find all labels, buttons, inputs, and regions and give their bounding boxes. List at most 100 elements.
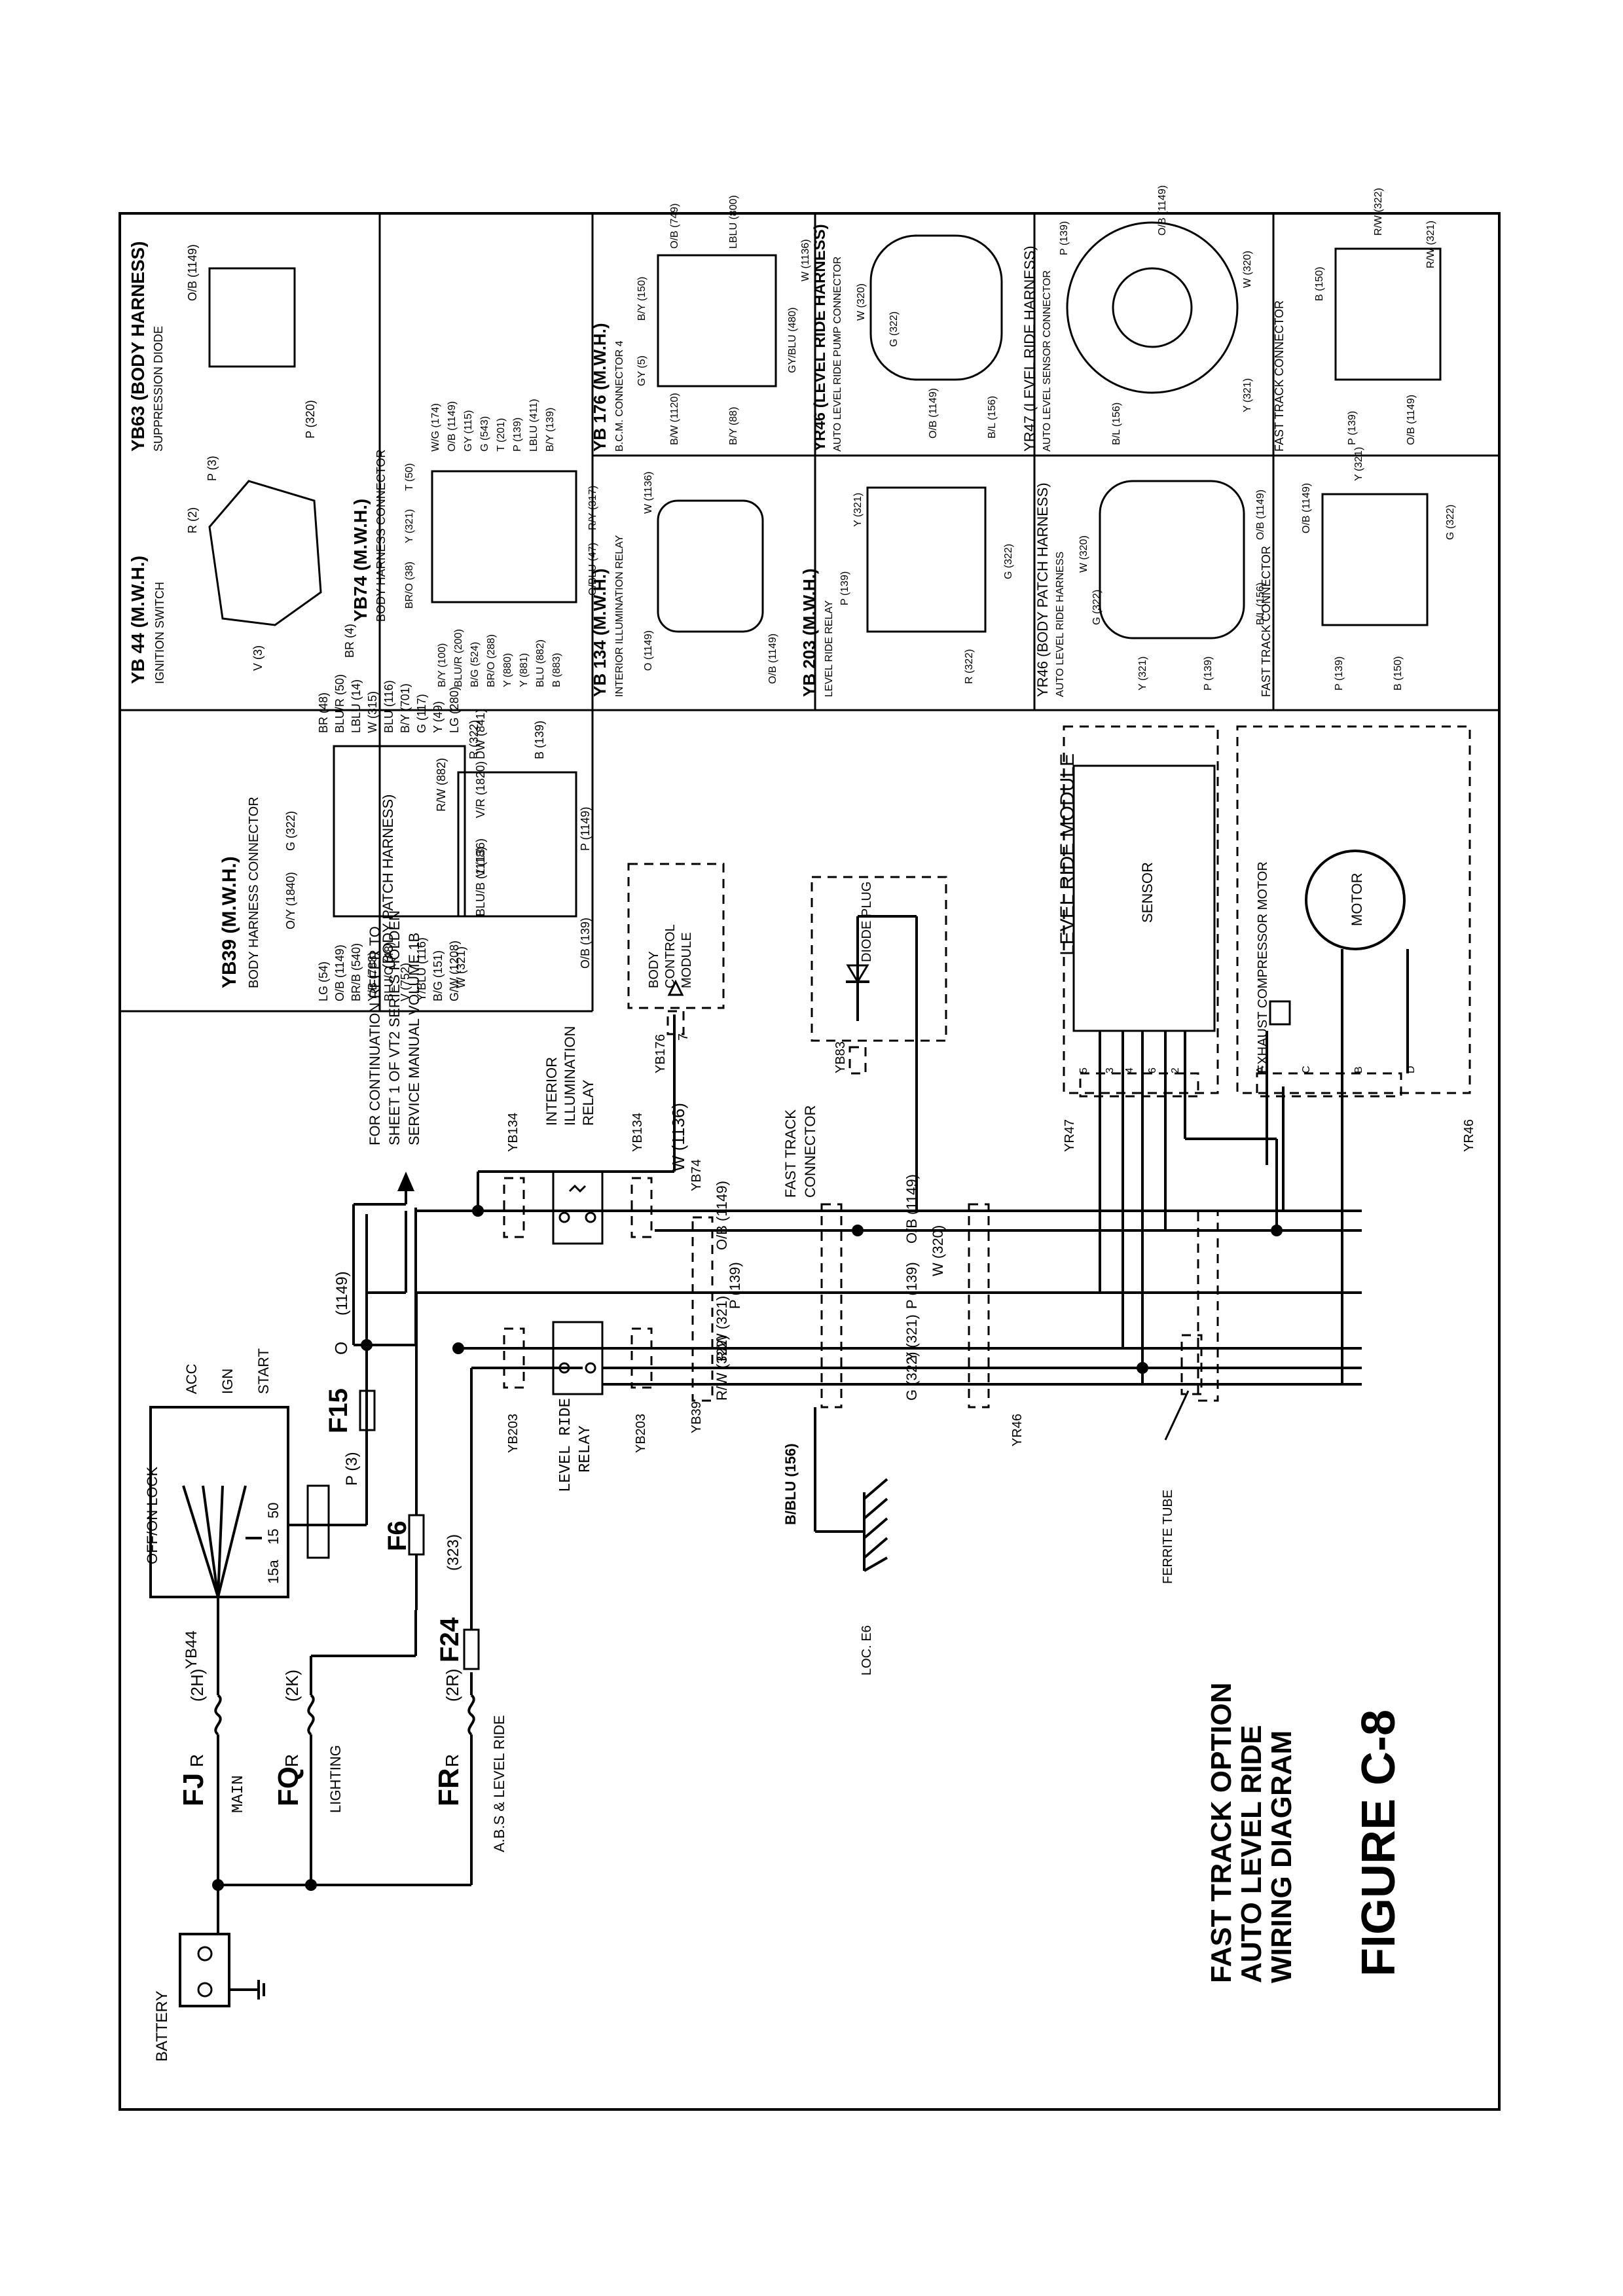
svg-text:P (139): P (139) [1334, 656, 1345, 691]
svg-text:YR47 (LEVEL RIDE HARNESS): YR47 (LEVEL RIDE HARNESS) [1021, 245, 1038, 452]
svg-text:YR47: YR47 [1063, 1119, 1077, 1152]
svg-text:O/B (1149): O/B (1149) [903, 1174, 920, 1244]
svg-text:Y (321): Y (321) [1353, 447, 1364, 481]
svg-text:Y (321): Y (321) [903, 1314, 920, 1361]
svg-text:B.C.M. CONNECTOR 4: B.C.M. CONNECTOR 4 [614, 340, 625, 452]
svg-text:A: A [1255, 1066, 1266, 1073]
svg-text:FAST TRACK: FAST TRACK [782, 1109, 799, 1198]
svg-text:W (1136): W (1136) [668, 1103, 688, 1172]
svg-text:R/W (322): R/W (322) [714, 1335, 730, 1401]
svg-text:YB176: YB176 [653, 1034, 668, 1073]
svg-text:P (1149): P (1149) [579, 807, 592, 851]
svg-text:O: O [331, 1342, 351, 1355]
svg-text:P (139): P (139) [1203, 656, 1214, 691]
svg-text:B: B [1353, 1066, 1364, 1073]
svg-text:W (320): W (320) [930, 1225, 946, 1276]
svg-text:MODULE: MODULE [680, 932, 694, 988]
svg-text:YR46 (BODY PATCH HARNESS): YR46 (BODY PATCH HARNESS) [1034, 482, 1051, 697]
svg-text:V (3): V (3) [251, 645, 264, 671]
svg-text:YR46: YR46 [1010, 1414, 1025, 1446]
svg-text:O/B (1149): O/B (1149) [1301, 483, 1312, 533]
svg-text:BODY: BODY [647, 951, 661, 988]
svg-text:G (322): G (322) [1003, 544, 1014, 579]
connector-yr46-level-ride: YR46 (LEVEL RIDE HARNESS) AUTO LEVEL RID… [811, 224, 1003, 452]
svg-text:BR/B (540): BR/B (540) [350, 943, 363, 1001]
svg-text:Y (880): Y (880) [502, 653, 513, 687]
svg-text:YB 203 (M.W.H.): YB 203 (M.W.H.) [799, 569, 819, 697]
svg-text:BLU (882): BLU (882) [535, 639, 546, 687]
svg-text:V/R (1820): V/R (1820) [474, 761, 487, 818]
svg-text:(2R): (2R) [443, 1668, 462, 1702]
interior-relay-shape [552, 1170, 604, 1245]
svg-text:(323): (323) [445, 1534, 462, 1571]
connector-yb63: YB63 (BODY HARNESS) SUPPRESSION DIODE O/… [128, 241, 317, 452]
svg-text:INTERIOR ILLUMINATION RELAY: INTERIOR ILLUMINATION RELAY [614, 535, 625, 697]
svg-text:FAST TRACK CONNECTOR: FAST TRACK CONNECTOR [1260, 546, 1273, 697]
svg-text:P (139): P (139) [1059, 221, 1070, 255]
connector-title: YB39 (M.W.H.) [219, 856, 240, 988]
svg-text:O (1149): O (1149) [643, 630, 654, 671]
svg-text:R (322): R (322) [964, 649, 975, 684]
svg-text:W (320): W (320) [1078, 535, 1089, 573]
svg-text:BR (48): BR (48) [317, 692, 330, 733]
svg-text:BLU/R (50): BLU/R (50) [333, 674, 346, 733]
svg-text:YB203: YB203 [506, 1414, 520, 1453]
svg-text:LEVEL RIDE RELAY: LEVEL RIDE RELAY [824, 600, 835, 697]
svg-text:F15: F15 [324, 1388, 353, 1433]
svg-text:LEVEL RIDE MODULE: LEVEL RIDE MODULE [1057, 753, 1078, 956]
svg-text:YB74: YB74 [689, 1159, 704, 1191]
svg-text:SUPPRESSION DIODE: SUPPRESSION DIODE [152, 326, 165, 452]
svg-text:B (139): B (139) [533, 721, 546, 759]
svg-text:CONTROL: CONTROL [663, 924, 678, 988]
svg-text:O/BLU (47): O/BLU (47) [587, 543, 598, 596]
svg-text:BODY HARNESS CONNECTOR: BODY HARNESS CONNECTOR [374, 450, 388, 622]
svg-text:R (2): R (2) [186, 507, 199, 533]
svg-text:O/B (1149): O/B (1149) [714, 1181, 730, 1250]
svg-text:3: 3 [1104, 1067, 1116, 1073]
svg-text:IGNITION SWITCH: IGNITION SWITCH [153, 582, 166, 684]
svg-text:O/B (749): O/B (749) [669, 204, 680, 249]
svg-text:GY (115): GY (115) [463, 410, 474, 452]
figure-title-line-3: WIRING DIAGRAM [1266, 1731, 1298, 1983]
svg-text:BR/O (38): BR/O (38) [404, 562, 415, 609]
svg-text:LOC. E6: LOC. E6 [860, 1625, 874, 1676]
svg-text:MOTOR: MOTOR [1349, 873, 1365, 926]
svg-text:FERRITE TUBE: FERRITE TUBE [1161, 1490, 1175, 1584]
svg-text:O/B (1149): O/B (1149) [447, 401, 458, 452]
svg-text:B/Y (88): B/Y (88) [728, 407, 739, 445]
svg-text:P (139): P (139) [512, 418, 523, 452]
svg-text:ACC: ACC [183, 1363, 200, 1394]
svg-text:AUTO LEVEL RIDE PUMP CONNECTOR: AUTO LEVEL RIDE PUMP CONNECTOR [832, 257, 843, 452]
connector-fast-track-b: FAST TRACK CONNECTOR P (139) B (150) O/B… [1273, 188, 1442, 452]
sensor-block [1072, 764, 1216, 1032]
connector-body-shape [431, 470, 577, 603]
level-ride-module-shape [1063, 725, 1219, 1094]
svg-text:R/W (321): R/W (321) [1425, 221, 1436, 268]
svg-text:YB44: YB44 [183, 1630, 200, 1669]
diode-plug-shape [811, 876, 947, 1042]
svg-text:B/Y (150): B/Y (150) [636, 277, 647, 321]
svg-text:W (321): W (321) [454, 946, 467, 988]
svg-text:O/B (139): O/B (139) [579, 918, 592, 969]
svg-text:G (322): G (322) [888, 312, 900, 347]
svg-text:YB 176 (M.W.H.): YB 176 (M.W.H.) [590, 323, 610, 452]
svg-text:FR: FR [433, 1768, 465, 1806]
svg-text:BLU/O (48): BLU/O (48) [382, 942, 395, 1001]
svg-text:W (1136): W (1136) [800, 239, 811, 281]
svg-text:W (320): W (320) [1242, 251, 1253, 288]
svg-text:G (322): G (322) [284, 811, 297, 851]
svg-text:Y/B (788): Y/B (788) [366, 952, 379, 1001]
svg-text:G (543): G (543) [479, 416, 490, 452]
svg-text:BLU/B (1118): BLU/B (1118) [474, 847, 487, 916]
svg-text:FAST TRACK CONNECTOR: FAST TRACK CONNECTOR [1273, 300, 1286, 452]
svg-text:O/Y (1840): O/Y (1840) [284, 872, 297, 929]
connector-yb74: YB74 (M.W.H.) BODY HARNESS CONNECTOR B/Y… [350, 399, 598, 687]
svg-text:B/L (156): B/L (156) [1255, 583, 1266, 625]
svg-text:15: 15 [265, 1529, 282, 1545]
svg-text:B (150): B (150) [1314, 267, 1325, 301]
svg-text:YB74 (M.W.H.): YB74 (M.W.H.) [350, 499, 371, 622]
svg-text:YB203: YB203 [634, 1414, 648, 1453]
svg-text:LBLU (411): LBLU (411) [528, 399, 539, 452]
svg-text:B/Y (100): B/Y (100) [437, 643, 448, 687]
